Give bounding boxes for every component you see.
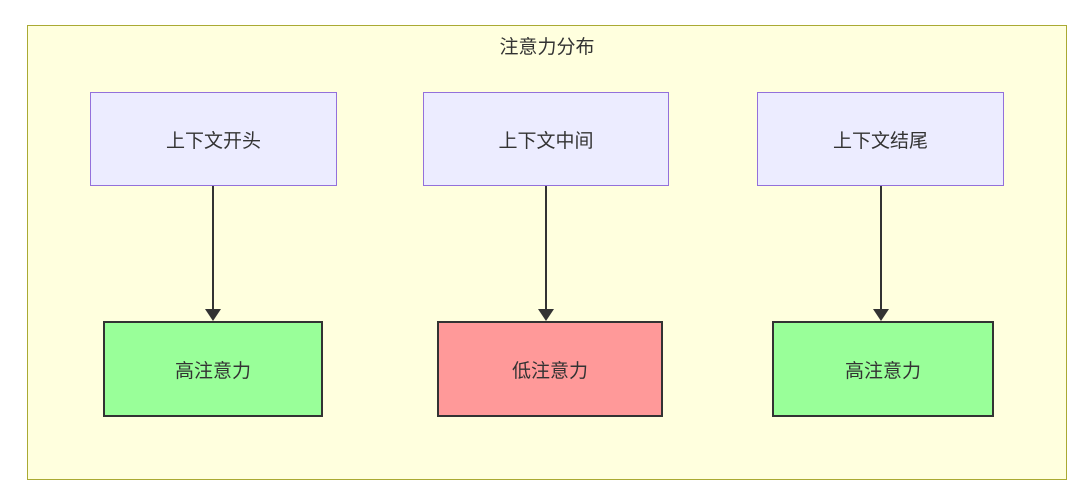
node-low-attention: 低注意力 — [437, 321, 663, 417]
diagram-title: 注意力分布 — [499, 37, 595, 58]
node-context-end: 上下文结尾 — [757, 92, 1004, 186]
arrowhead-icon — [873, 309, 889, 321]
edge-context-middle — [538, 186, 554, 321]
edge-context-end — [873, 186, 889, 321]
edge-context-start — [205, 186, 221, 321]
arrowhead-icon — [538, 309, 554, 321]
node-context-middle: 上下文中间 — [423, 92, 669, 186]
node-high-attention-right: 高注意力 — [772, 321, 994, 417]
arrowhead-icon — [205, 309, 221, 321]
node-high-attention-left: 高注意力 — [103, 321, 323, 417]
arrow-line — [545, 186, 547, 310]
node-context-start: 上下文开头 — [90, 92, 337, 186]
arrow-line — [212, 186, 214, 310]
arrow-line — [880, 186, 882, 310]
